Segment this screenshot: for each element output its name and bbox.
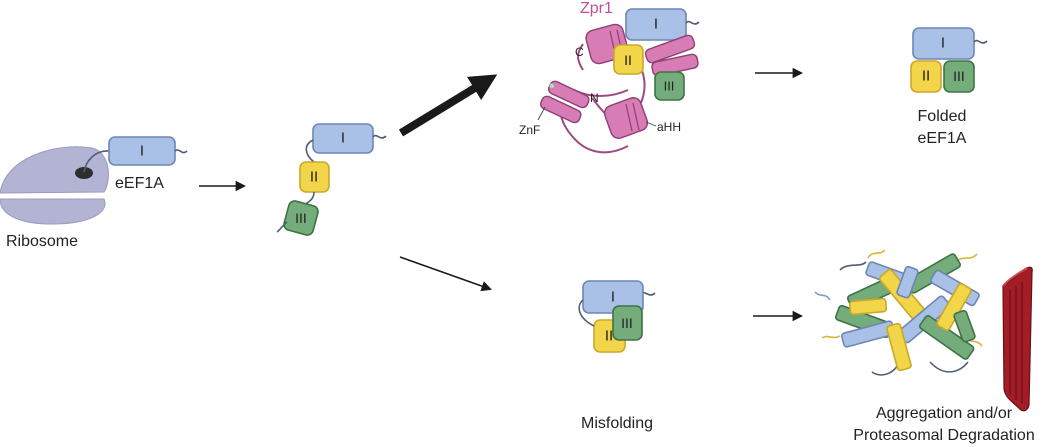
ahh-label: aHH xyxy=(657,120,681,134)
zpr1-helix xyxy=(539,95,582,124)
c-terminus-label: C xyxy=(575,45,584,59)
domain-ii-label: II xyxy=(922,68,930,85)
ribosome-label: Ribosome xyxy=(6,233,78,250)
aggregation-label-line1: Aggregation and/or xyxy=(876,405,1013,422)
domain-iii-misfolded xyxy=(612,305,643,341)
ribosome-small-subunit xyxy=(0,198,106,225)
proteasome-rings xyxy=(1009,282,1023,404)
released-eef1a: I II III xyxy=(276,123,387,236)
eef1a-label: eEF1A xyxy=(115,175,164,192)
aggregate-loop xyxy=(814,291,831,301)
domain-iii-folded xyxy=(943,60,975,93)
proteasome xyxy=(1002,266,1033,412)
aggregate-loop xyxy=(821,335,841,339)
aggregate-helix xyxy=(886,322,912,372)
linker xyxy=(578,299,595,327)
zpr1-label: Zpr1 xyxy=(580,0,613,17)
domain-iii-released xyxy=(283,200,319,236)
aggregate-loop xyxy=(929,361,969,373)
ribosome-group: I Ribosome eEF1A xyxy=(0,136,188,250)
znf-pointer xyxy=(537,106,546,121)
domain-ii-zpr1-bound xyxy=(613,44,644,75)
proteasome-core xyxy=(1002,266,1033,412)
proteasome-cap xyxy=(1002,267,1028,287)
arrow-to-zpr1-pathway xyxy=(398,74,498,137)
domain-iii-label: III xyxy=(664,79,675,94)
folded-label-line1: Folded xyxy=(918,108,967,125)
nascent-domain-tail xyxy=(174,149,188,154)
nascent-chain-linker xyxy=(83,150,110,173)
domain-ii-folded xyxy=(910,60,942,93)
domain-i-released xyxy=(312,123,374,154)
domain-ii-label: II xyxy=(605,328,613,345)
aggregation-label-line2: Proteasomal Degradation xyxy=(853,427,1034,444)
arrow-to-misfolding-pathway xyxy=(399,256,492,292)
aggregate-helix xyxy=(936,283,972,331)
domain-i-zpr1-bound xyxy=(625,8,687,41)
zpr1-helix xyxy=(644,34,696,64)
tail xyxy=(685,20,700,25)
zpr1-linker xyxy=(577,43,584,71)
misfolded-eef1a: II I III Misfolding xyxy=(578,280,656,432)
domain-i-label: I xyxy=(941,35,945,52)
linker-i-ii xyxy=(305,139,315,163)
tail xyxy=(372,134,387,139)
domain-ii-label: II xyxy=(624,52,632,68)
protein-aggregate xyxy=(814,249,983,376)
n-terminus-label: N xyxy=(590,91,599,105)
aggregate-helix xyxy=(896,265,919,299)
domain-i-label: I xyxy=(140,143,144,160)
domain-iii-label: III xyxy=(295,210,307,226)
ribosome-exit-tunnel xyxy=(75,167,93,179)
domain-ii-label: II xyxy=(310,169,318,186)
ribosome-large-subunit xyxy=(0,146,109,194)
domain-iii-label: III xyxy=(621,315,633,331)
aggregate-helix xyxy=(848,297,888,316)
aggregate-loop xyxy=(867,249,886,259)
zpr1-beta-strands xyxy=(625,102,640,132)
domain-i-label: I xyxy=(654,16,658,33)
domain-iii-zpr1-bound xyxy=(654,71,685,101)
zpr1-beta-domain xyxy=(603,97,649,139)
znf-zinc-site xyxy=(549,83,556,90)
n-tail xyxy=(276,221,288,233)
domain-iii-label: III xyxy=(953,68,965,84)
domain-i-label: I xyxy=(341,130,345,147)
misfolding-label: Misfolding xyxy=(581,415,653,432)
ahh-pointer xyxy=(645,121,657,127)
domain-i-folded xyxy=(912,27,975,60)
zpr1-chaperone-complex: Zpr1 N ZnF C I II III aHH xyxy=(519,0,700,154)
aggregate-loop xyxy=(839,261,867,271)
folded-eef1a: I II III Folded eEF1A xyxy=(910,27,988,147)
aggregate-helix xyxy=(953,309,976,343)
znf-label: ZnF xyxy=(519,123,540,137)
folded-label-line2: eEF1A xyxy=(918,130,967,147)
tail xyxy=(973,39,988,44)
aggregate-helix xyxy=(919,315,975,360)
domain-i-label: I xyxy=(611,289,615,306)
